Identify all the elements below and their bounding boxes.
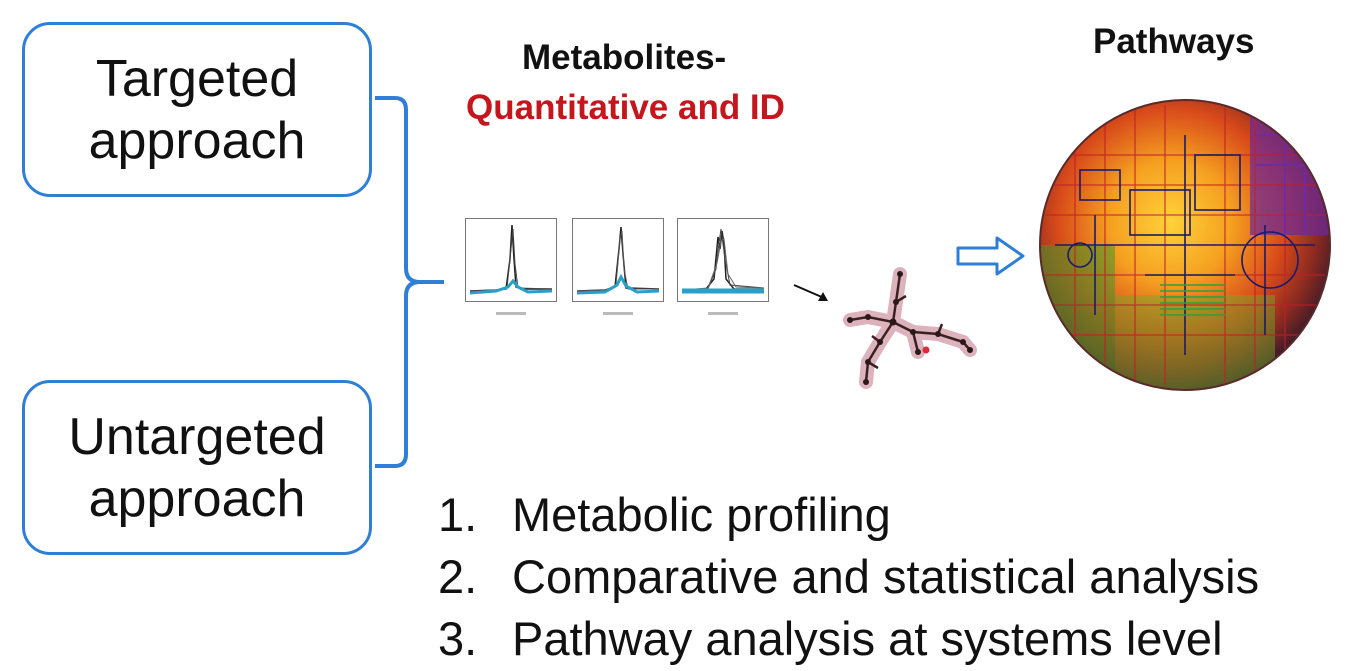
small-arrow-icon <box>793 284 828 301</box>
metabolites-subtitle: Quantitative and ID <box>466 88 785 127</box>
bracket-connector <box>375 96 444 468</box>
targeted-approach-box: Targeted approach <box>22 22 372 197</box>
step-item-3: 3. Pathway analysis at systems level <box>438 608 1259 670</box>
untargeted-line-1: Untargeted <box>68 407 326 466</box>
untargeted-approach-box: Untargeted approach <box>22 380 372 555</box>
step-number-2: 2. <box>438 550 478 603</box>
molecule-structure-icon <box>843 267 977 389</box>
chromatogram-axis-label-2 <box>603 312 633 315</box>
step-item-2: 2. Comparative and statistical analysis <box>438 546 1259 608</box>
step-number-1: 1. <box>438 488 478 541</box>
steps-list: 1. Metabolic profiling 2. Comparative and … <box>438 484 1259 670</box>
step-text-1: Metabolic profiling <box>512 488 891 541</box>
hollow-right-arrow-icon <box>956 236 1025 276</box>
chromatogram-plot-3 <box>677 218 769 315</box>
pathways-title: Pathways <box>1093 22 1255 61</box>
step-item-1: 1. Metabolic profiling <box>438 484 1259 546</box>
chromatogram-axis-label-1 <box>496 312 526 315</box>
chromatogram-plot-2 <box>572 218 664 315</box>
step-number-3: 3. <box>438 612 478 665</box>
targeted-line-1: Targeted <box>95 49 299 108</box>
pathway-map-sphere-icon <box>1039 99 1331 391</box>
chromatogram-axis-label-3 <box>708 312 738 315</box>
step-text-3: Pathway analysis at systems level <box>512 612 1223 665</box>
metabolites-title: Metabolites- <box>522 38 727 77</box>
step-text-2: Comparative and statistical analysis <box>512 550 1260 603</box>
chromatogram-plot-1 <box>465 218 557 315</box>
targeted-line-2: approach <box>88 111 306 170</box>
untargeted-line-2: approach <box>88 469 306 528</box>
